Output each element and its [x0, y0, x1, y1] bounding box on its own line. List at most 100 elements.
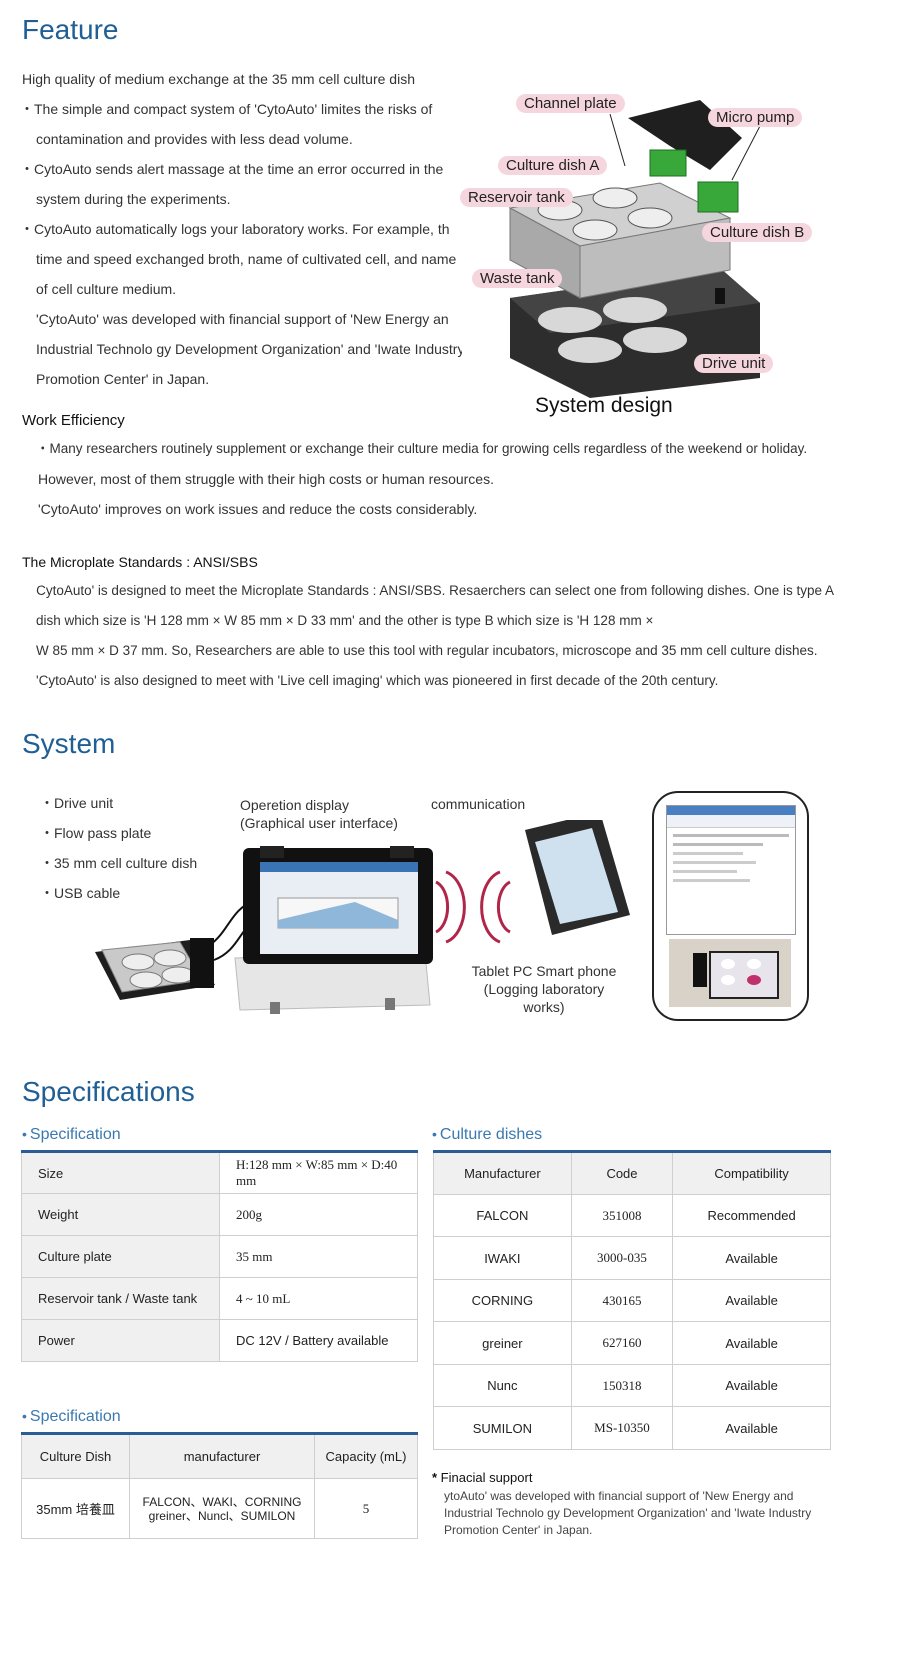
table-row: SUMILON MS-10350 Available — [433, 1406, 831, 1450]
standards-line-4: 'CytoAuto' is also designed to meet with… — [36, 673, 719, 688]
specifications-title: Specifications — [22, 1076, 195, 1107]
system-items: Drive unit Flow pass plate 35 mm cell cu… — [40, 788, 197, 908]
operation-display-line-2: (Graphical user interface) — [240, 815, 398, 831]
spec1-heading-text: Specification — [29, 1126, 121, 1143]
dishes-cell: MS-10350 — [570, 1406, 674, 1450]
dishes-cell: 627160 — [570, 1321, 674, 1365]
financial-support-title-text: Finacial support — [440, 1470, 533, 1485]
spec2-header-manufacturer: manufacturer — [129, 1433, 315, 1479]
feature-bullet-1-line-2: contamination and provides with less dea… — [36, 131, 353, 147]
label-channel-plate: Channel plate — [516, 94, 625, 113]
dishes-cell: Available — [672, 1406, 831, 1450]
spec2-header-capacity: Capacity (mL) — [314, 1433, 418, 1479]
system-design-illustration — [508, 100, 761, 398]
feature-bullet-2-line-2: system during the experiments. — [36, 191, 231, 207]
spec2-culture-dish: 35mm 培養皿 — [21, 1478, 130, 1539]
system-item-flow-pass-plate: Flow pass plate — [40, 818, 197, 848]
spec1-row-4-label: Reservoir tank / Waste tank — [21, 1277, 220, 1320]
work-efficiency-line-3: 'CytoAuto' improves on work issues and r… — [38, 501, 478, 517]
spec1-table: Size H:128 mm × W:85 mm × D:40 mm Weight… — [21, 1150, 418, 1362]
standards-text: 'CytoAuto' is designed to meet the Micro… — [36, 576, 856, 696]
table-row: Power DC 12V / Battery available — [21, 1319, 418, 1362]
spec1-heading: •Specification — [22, 1126, 121, 1143]
table-row: Culture plate 35 mm — [21, 1235, 418, 1278]
work-efficiency-text: Many researchers routinely supplement or… — [38, 434, 838, 524]
table-row: 35mm 培養皿 FALCON、WAKI、CORNING greiner、Nun… — [21, 1478, 418, 1539]
dishes-cell: Available — [672, 1321, 831, 1365]
table-row: Size H:128 mm × W:85 mm × D:40 mm — [21, 1151, 418, 1194]
financial-support-line-3: Promotion Center' in Japan. — [444, 1523, 593, 1537]
dishes-header-code: Code — [570, 1151, 674, 1195]
table-row: FALCON 351008 Recommended — [433, 1194, 831, 1237]
dishes-cell: Recommended — [672, 1194, 831, 1237]
dishes-header-manufacturer: Manufacturer — [433, 1151, 572, 1195]
diagram-caption: System design — [535, 394, 673, 417]
communication-label: communication — [431, 796, 526, 812]
device-photo — [669, 939, 791, 1007]
financial-support-line-1: ytoAuto' was developed with financial su… — [444, 1489, 794, 1503]
dishes-cell: Nunc — [433, 1364, 572, 1407]
spec1-row-4-value: 4 ~ 10 mL — [219, 1277, 418, 1320]
dishes-cell: Available — [672, 1236, 831, 1280]
label-culture-dish-b: Culture dish B — [702, 223, 813, 242]
system-item-drive-unit: Drive unit — [40, 788, 197, 818]
feature-title: Feature — [22, 14, 119, 45]
work-efficiency-title: Work Efficiency — [22, 412, 125, 429]
spec1-row-5-value: DC 12V / Battery available — [219, 1319, 418, 1362]
dishes-cell: CORNING — [433, 1279, 572, 1322]
work-efficiency-line-2: However, most of them struggle with thei… — [38, 471, 494, 487]
dishes-cell: greiner — [433, 1321, 572, 1365]
table-header-row: Manufacturer Code Compatibility — [433, 1151, 831, 1195]
table-row: IWAKI 3000-035 Available — [433, 1236, 831, 1280]
spec1-row-2-label: Weight — [21, 1193, 220, 1236]
feature-bullet-2-line-1: CytoAuto sends alert massage at the time… — [34, 154, 462, 184]
standards-line-1: 'CytoAuto' is designed to meet the Micro… — [36, 576, 856, 606]
spec1-row-3-label: Culture plate — [21, 1235, 220, 1278]
feature-text: High quality of medium exchange at the 3… — [22, 64, 462, 394]
spec2-header-culture-dish: Culture Dish — [21, 1433, 130, 1479]
tablet-label-line-1: Tablet PC Smart phone — [471, 963, 617, 979]
operation-display-line-1: Operetion display — [240, 797, 349, 813]
feature-support-line-1: 'CytoAuto' was developed with financial … — [36, 311, 449, 327]
dishes-cell: Available — [672, 1364, 831, 1407]
spec2-heading: •Specification — [22, 1408, 121, 1425]
system-title: System — [22, 728, 116, 759]
dishes-table: Manufacturer Code Compatibility FALCON 3… — [433, 1150, 831, 1450]
spec1-row-5-label: Power — [21, 1319, 220, 1362]
financial-support-title: * Finacial support — [432, 1470, 533, 1485]
table-row: greiner 627160 Available — [433, 1321, 831, 1365]
tablet-label-line-2: (Logging laboratory works) — [483, 981, 605, 1015]
dishes-cell: SUMILON — [433, 1406, 572, 1450]
dishes-cell: 3000-035 — [570, 1236, 674, 1280]
standards-line-3: W 85 mm × D 37 mm. So, Researchers are a… — [36, 643, 818, 658]
dishes-cell: 351008 — [570, 1194, 674, 1237]
feature-bullet-1-line-1: The simple and compact system of 'CytoAu… — [34, 94, 462, 124]
spec2-heading-text: Specification — [29, 1408, 121, 1425]
financial-support-text: ytoAuto' was developed with financial su… — [432, 1488, 832, 1539]
table-row: CORNING 430165 Available — [433, 1279, 831, 1322]
dishes-heading-text: Culture dishes — [439, 1126, 543, 1143]
dishes-cell: Available — [672, 1279, 831, 1322]
dishes-cell: 150318 — [570, 1364, 674, 1407]
system-design-diagram: Channel plate Micro pump Culture dish A … — [460, 88, 840, 428]
dishes-heading: •Culture dishes — [432, 1126, 543, 1143]
spec1-row-1-value: H:128 mm × W:85 mm × D:40 mm — [219, 1151, 418, 1194]
label-drive-unit: Drive unit — [694, 354, 774, 373]
standards-title: The Microplate Standards : ANSI/SBS — [22, 554, 258, 570]
email-screenshot — [666, 805, 796, 935]
feature-bullet-3-line-1: CytoAuto automatically logs your laborat… — [34, 214, 462, 244]
operation-display-label: Operetion display (Graphical user interf… — [240, 796, 398, 832]
work-efficiency-line-1: Many researchers routinely supplement or… — [50, 434, 838, 464]
label-reservoir-tank: Reservoir tank — [460, 188, 573, 207]
system-item-culture-dish: 35 mm cell culture dish — [40, 848, 197, 878]
dishes-cell: FALCON — [433, 1194, 572, 1237]
feature-bullet-3-line-2: time and speed exchanged broth, name of … — [36, 251, 457, 267]
spec1-row-1-label: Size — [21, 1151, 220, 1194]
spec2-capacity: 5 — [314, 1478, 418, 1539]
table-row: Nunc 150318 Available — [433, 1364, 831, 1407]
feature-support-line-2: Industrial Technolo gy Development Organ… — [36, 341, 462, 357]
system-item-usb-cable: USB cable — [40, 878, 197, 908]
financial-support-line-2: Industrial Technolo gy Development Organ… — [444, 1506, 812, 1520]
system-illustration — [95, 820, 630, 1014]
dishes-header-compatibility: Compatibility — [672, 1151, 831, 1195]
